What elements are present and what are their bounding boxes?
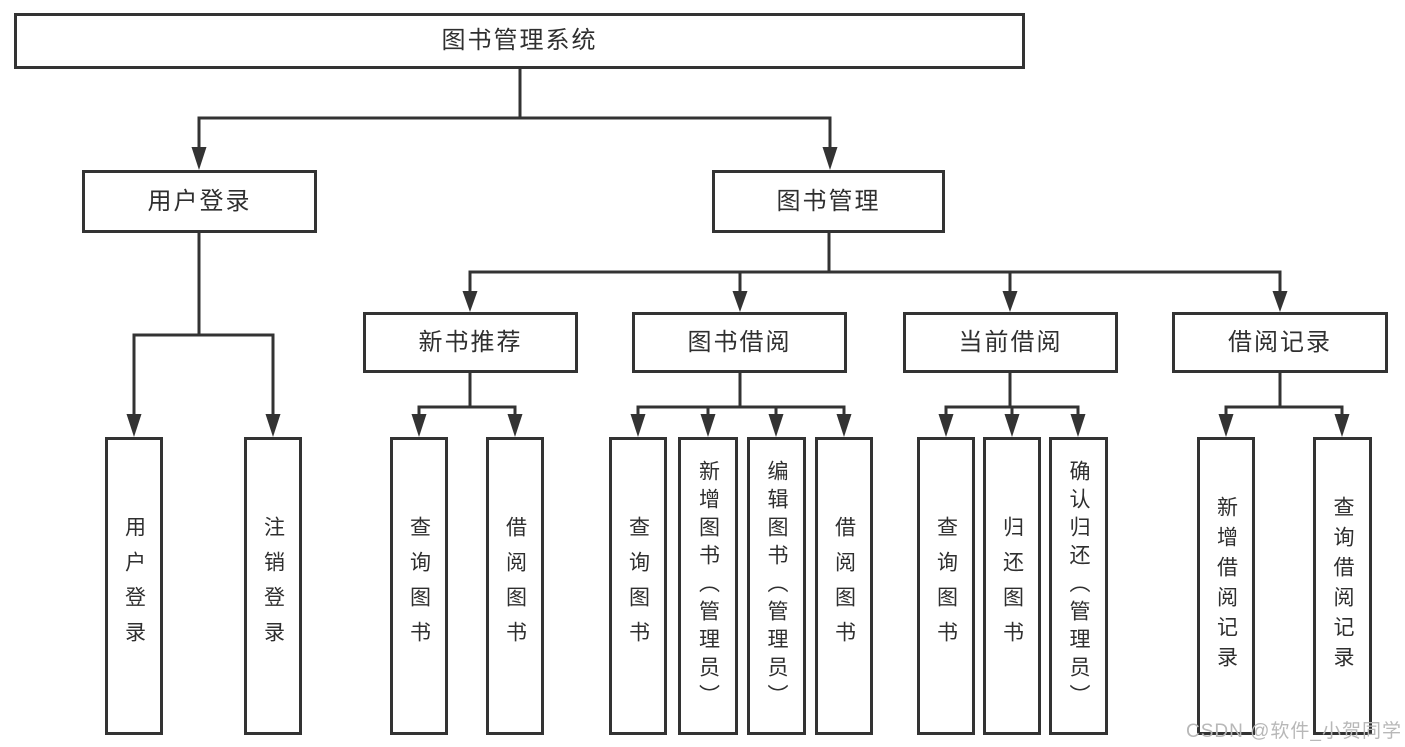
leaf-borrow-books-recommend-label: 借阅图书 — [503, 516, 527, 656]
leaf-logout: 注销登录 — [244, 437, 302, 735]
leaf-query-books-recommend-label: 查询图书 — [407, 516, 431, 656]
leaf-add-borrow-record: 新增借阅记录 — [1197, 437, 1255, 735]
node-user-login-branch-label: 用户登录 — [147, 187, 252, 215]
node-book-management-branch-label: 图书管理 — [776, 187, 881, 215]
connector-level2 — [197, 116, 832, 150]
leaf-query-books-current: 查询图书 — [917, 437, 975, 735]
leaf-add-borrow-record-label: 新增借阅记录 — [1214, 496, 1238, 676]
leaf-confirm-return-admin-label: 确认归还（管理员） — [1067, 460, 1090, 712]
leaf-logout-label: 注销登录 — [261, 516, 285, 656]
connector-new-book-split — [417, 405, 517, 421]
connector-current-borrow-split — [944, 405, 1080, 421]
node-user-login-branch: 用户登录 — [82, 170, 317, 233]
leaf-borrow-books-label: 借阅图书 — [832, 516, 856, 656]
node-borrow-records: 借阅记录 — [1172, 312, 1388, 373]
node-book-borrow: 图书借阅 — [632, 312, 847, 373]
node-book-management-branch: 图书管理 — [712, 170, 945, 233]
leaf-add-books-admin: 新增图书（管理员） — [678, 437, 738, 735]
node-library-management-system: 图书管理系统 — [14, 13, 1025, 69]
leaf-borrow-books: 借阅图书 — [815, 437, 873, 735]
leaf-return-books-label: 归还图书 — [1000, 516, 1024, 656]
leaf-user-login-label: 用户登录 — [122, 516, 146, 656]
leaf-confirm-return-admin: 确认归还（管理员） — [1049, 437, 1108, 735]
node-new-book-recommend: 新书推荐 — [363, 312, 578, 373]
node-borrow-records-label: 借阅记录 — [1228, 328, 1332, 356]
leaf-query-books-borrow-label: 查询图书 — [626, 516, 650, 656]
csdn-watermark: CSDN @软件_小贺同学 — [1186, 721, 1402, 742]
leaf-add-books-admin-label: 新增图书（管理员） — [696, 460, 720, 712]
leaf-edit-books-admin: 编辑图书（管理员） — [747, 437, 806, 735]
node-new-book-recommend-label: 新书推荐 — [418, 328, 523, 356]
node-book-borrow-label: 图书借阅 — [687, 328, 792, 356]
leaf-query-books-recommend: 查询图书 — [390, 437, 448, 735]
node-library-management-system-label: 图书管理系统 — [441, 27, 598, 54]
leaf-query-borrow-record-label: 查询借阅记录 — [1331, 496, 1354, 676]
leaf-user-login: 用户登录 — [105, 437, 163, 735]
node-current-borrow-label: 当前借阅 — [958, 328, 1063, 356]
leaf-borrow-books-recommend: 借阅图书 — [486, 437, 544, 735]
leaf-query-books-borrow: 查询图书 — [609, 437, 667, 735]
connector-borrow-record-split — [1224, 405, 1344, 421]
leaf-edit-books-admin-label: 编辑图书（管理员） — [765, 460, 788, 712]
leaf-query-books-current-label: 查询图书 — [934, 516, 958, 656]
leaf-query-borrow-record: 查询借阅记录 — [1313, 437, 1372, 735]
leaf-return-books: 归还图书 — [983, 437, 1041, 735]
node-current-borrow: 当前借阅 — [903, 312, 1118, 373]
connector-book-borrow-split — [636, 405, 846, 421]
connector-user-login-split — [132, 333, 275, 419]
connector-book-mgmt-split — [468, 270, 1282, 296]
